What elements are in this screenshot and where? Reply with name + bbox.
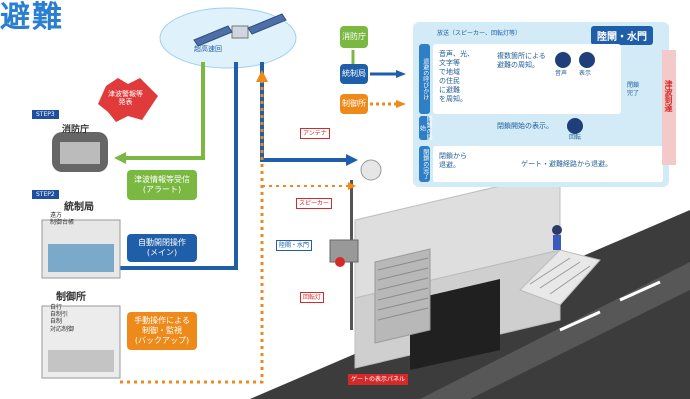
green-flow-line — [126, 62, 205, 160]
lane-1-text-1: 音声、光、 文字等 で地域 の住民 に避難 を周知。 — [439, 50, 474, 104]
control-label: 統制局 — [64, 202, 94, 213]
cabinet-label: 消防庁 — [62, 125, 90, 135]
lane-label-1: 退避の呼びかけ — [419, 44, 430, 114]
satellite-label: 超高速回 — [194, 45, 222, 53]
panel-title: 陸閘・水門 — [591, 26, 653, 45]
stairs — [519, 249, 601, 306]
alert-burst-label: 津波警報等 発表 — [108, 90, 143, 107]
antenna-tag: アンテナ — [300, 128, 330, 140]
rotating-light-icon-label: 回転 — [569, 134, 582, 141]
lane-3-text-1: 閉鎖から 退避。 — [439, 152, 467, 170]
step2-label: STEP2 — [32, 190, 59, 199]
gate-tag: 陸閘・水門 — [276, 240, 313, 252]
green-flow-box: 津波情報等受信 (アラート) — [127, 170, 197, 200]
person — [552, 225, 562, 235]
step3-label: STEP3 — [32, 110, 59, 119]
office-note: 自行 自制引 自制 対応制御 — [50, 304, 75, 333]
rotating-light-icon — [567, 118, 583, 134]
road-marking — [559, 310, 601, 332]
antenna-dish — [360, 159, 382, 181]
speaker-tag: スピーカー — [296, 198, 333, 210]
panel-header-note: 放送（スピーカー、回転灯等） — [437, 30, 521, 37]
control-note: 遠方 制御台帳 — [50, 212, 75, 227]
gate-panel-tag: ゲートの表示パネル — [348, 374, 409, 386]
display-icon-label: 表示 — [579, 70, 592, 77]
lane-3-text-2: ゲート・避難経路から退避。 — [521, 160, 612, 168]
legend-green: 消防庁 — [340, 26, 368, 48]
alert-burst-shape — [98, 78, 158, 122]
blue-flow-box: 自動開閉操作 (メイン) — [127, 234, 197, 262]
office-label: 制御所 — [56, 292, 86, 303]
orange-flow-box: 手動操作による 制御・監視 (バックアップ) — [127, 312, 197, 350]
danger-strip — [662, 50, 676, 165]
satellite-body — [231, 25, 249, 39]
speaker-icon-label: 音声 — [555, 70, 568, 77]
page-title: 避難 — [0, 0, 64, 35]
legend-blue: 統制局 — [340, 64, 368, 84]
panel-right-note: 閉鎖 完了 — [627, 82, 640, 97]
speaker-icon — [555, 52, 571, 68]
lane-label-3: 閉鎖の完了 — [419, 146, 430, 182]
lane-1-text-2: 複数箇所による 避難の周知。 — [497, 52, 546, 70]
display-icon — [579, 52, 595, 68]
blue-flow-line-down — [260, 62, 348, 162]
legend-orange: 制御所 — [340, 94, 368, 114]
orange-flow-line — [120, 78, 264, 384]
info-panel: 放送（スピーカー、回転灯等） 陸閘・水門 退避の呼びかけ 音声、光、 文字等 で… — [413, 22, 669, 187]
lane-3 — [433, 146, 663, 182]
speaker-box — [329, 239, 359, 263]
lamp-tag: 回転灯 — [300, 292, 325, 304]
gate-opening — [410, 279, 500, 370]
blue-flow-line-up — [115, 62, 238, 270]
danger-label: 津波到達 — [664, 80, 673, 112]
rotating-lamp — [335, 257, 345, 267]
gate-door — [374, 248, 431, 344]
lane-label-2: 閉鎖の開始 — [418, 116, 433, 140]
lane-2-text: 閉鎖開始の表示。 — [497, 122, 553, 130]
